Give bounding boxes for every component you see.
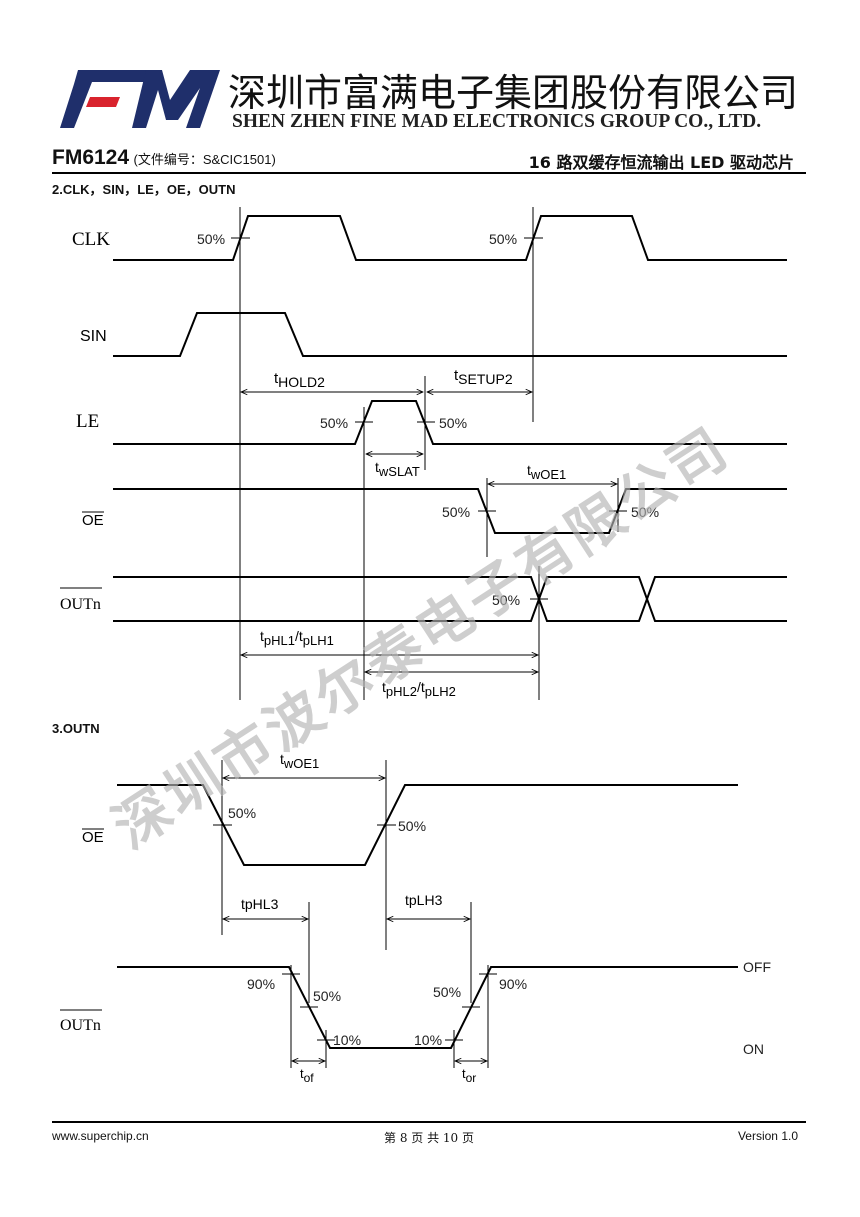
logo-dash <box>86 97 120 107</box>
company-logo <box>60 70 220 128</box>
label2-oe-50-fall: 50% <box>228 805 256 821</box>
label2-on: ON <box>743 1041 764 1057</box>
section-2-title: 2.CLK，SIN，LE，OE，OUTN <box>52 182 236 197</box>
label-twslat: twSLAT <box>375 459 420 479</box>
footer-website-link[interactable]: www.superchip.cn <box>52 1129 149 1143</box>
label2-out-10-rise: 10% <box>414 1032 442 1048</box>
company-name-en: SHEN ZHEN FINE MAD ELECTRONICS GROUP CO.… <box>232 111 762 132</box>
label-outn-50: 50% <box>492 592 520 608</box>
diagram-2: twOE1 OE 50% 50% tpHL3 tpLH3 OUTn 90% 50… <box>60 751 771 1085</box>
label-tphl1: tpHL1/tpLH1 <box>260 628 334 648</box>
label-tphl2: tpHL2/tpLH2 <box>382 679 456 699</box>
waveform-sin <box>113 312 787 357</box>
label-clk-50-2: 50% <box>489 231 517 247</box>
label2-tphl3: tpHL3 <box>241 896 279 912</box>
document-title: FM6124 (文件编号：S&CIC1501) <box>52 146 276 170</box>
waveform-oe <box>113 488 787 534</box>
header-divider <box>52 172 806 174</box>
diagram-1: CLK 50% 50% SIN tHOLD2 tSETUP2 LE 50% 50… <box>60 207 787 700</box>
logo-f-shape <box>60 70 152 128</box>
footer-divider <box>52 1121 806 1123</box>
waveform2-oe <box>117 784 738 866</box>
footer-version: Version 1.0 <box>737 1129 798 1143</box>
waveform2-outn <box>117 966 738 1049</box>
waveform-le <box>113 400 787 445</box>
label-thold2: tHOLD2 <box>274 370 325 390</box>
label2-tplh3: tpLH3 <box>405 892 443 908</box>
label-clk-50-1: 50% <box>197 231 225 247</box>
label2-twoe1: twOE1 <box>280 751 319 771</box>
footer-page-number: 第 8 页 共 10 页 <box>384 1131 474 1145</box>
label2-out-10-fall: 10% <box>333 1032 361 1048</box>
signal-label-sin: SIN <box>80 328 107 345</box>
label2-out-90-fall: 90% <box>247 976 275 992</box>
label2-oe-50-rise: 50% <box>398 818 426 834</box>
signal-label-outn: OUTn <box>60 596 101 613</box>
label-twoe1: twOE1 <box>527 462 566 482</box>
label-oe-50-fall: 50% <box>442 504 470 520</box>
signal-label-le: LE <box>76 411 99 432</box>
section-3-title: 3.OUTN <box>52 721 100 736</box>
document-number: (文件编号：S&CIC1501) <box>133 152 276 167</box>
model-number: FM6124 <box>52 146 130 169</box>
waveform-outn-low <box>113 576 787 622</box>
label2-out-90-rise: 90% <box>499 976 527 992</box>
label2-off: OFF <box>743 959 771 975</box>
company-name-cn: 深圳市富满电子集团股份有限公司 <box>228 71 799 115</box>
label2-out-50-fall: 50% <box>313 988 341 1004</box>
document-subtitle: 16 路双缓存恒流输出 LED 驱动芯片 <box>528 153 794 172</box>
signal-label-clk: CLK <box>72 229 110 250</box>
label2-tof: tof <box>300 1066 314 1085</box>
label-oe-50-rise: 50% <box>631 504 659 520</box>
label2-tor: tor <box>462 1066 476 1085</box>
logo-m-shape <box>132 70 220 128</box>
label-le-50-fall: 50% <box>439 415 467 431</box>
label-tsetup2: tSETUP2 <box>454 367 513 387</box>
waveform-outn-upper <box>547 576 787 622</box>
label2-out-50-rise: 50% <box>433 984 461 1000</box>
signal2-label-outn: OUTn <box>60 1017 101 1034</box>
signal2-label-oe: OE <box>82 829 104 846</box>
label-le-50-rise: 50% <box>320 415 348 431</box>
signal-label-oe: OE <box>82 512 104 529</box>
